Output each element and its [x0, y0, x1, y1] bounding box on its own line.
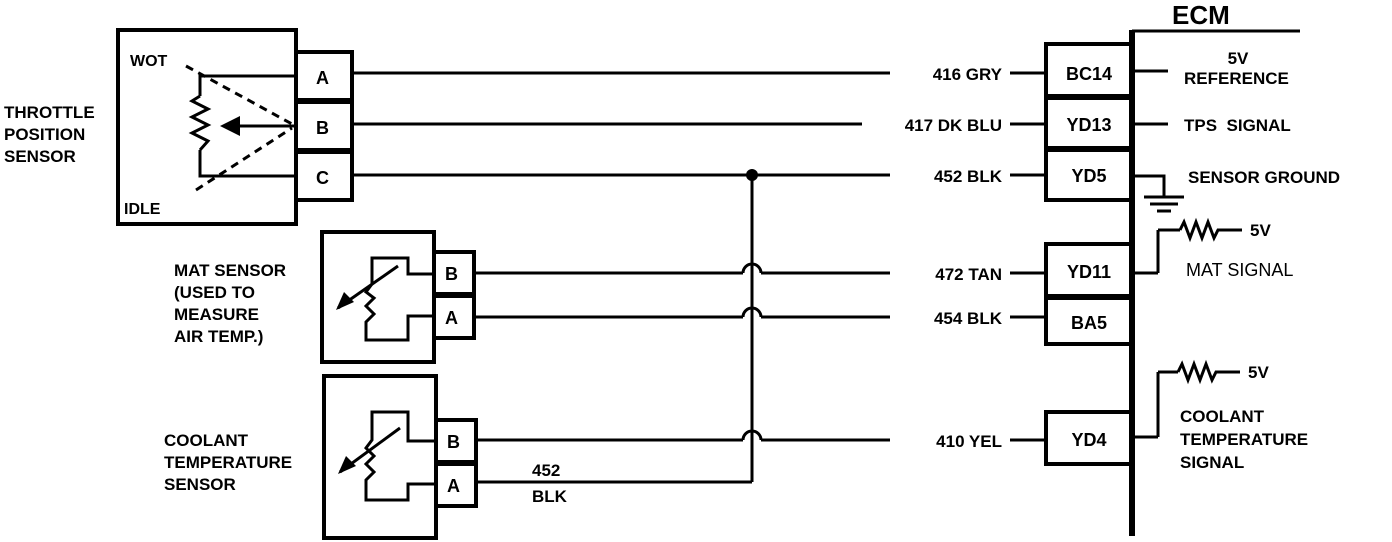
- tps-idle-label: IDLE: [124, 201, 161, 218]
- svg-text:MAT SENSOR: MAT SENSOR: [174, 261, 286, 280]
- tps-pin-b: B: [316, 118, 329, 138]
- tps-pin-c: C: [316, 168, 329, 188]
- svg-text:5V: 5V: [1228, 49, 1249, 68]
- svg-text:TPS SIGNAL: TPS SIGNAL: [1184, 116, 1291, 135]
- wire-410-yel: 410 YEL: [476, 429, 1046, 451]
- wire-label: 416 GRY: [933, 65, 1003, 84]
- ecm-pin: YD11: [1067, 262, 1111, 282]
- mat-pin-b: B: [445, 264, 458, 284]
- coolant-pin-a: A: [447, 476, 460, 496]
- svg-text:SENSOR: SENSOR: [164, 475, 236, 494]
- wiper-arrow-icon: [220, 116, 240, 136]
- svg-text:AIR TEMP.): AIR TEMP.): [174, 327, 263, 346]
- svg-text:COOLANT: COOLANT: [164, 431, 249, 450]
- mat-pin-a: A: [445, 308, 458, 328]
- svg-text:SIGNAL: SIGNAL: [1180, 453, 1244, 472]
- ecm-signal-tps: TPS SIGNAL: [1132, 116, 1291, 135]
- wire-452-blk: 452 BLK: [352, 167, 1046, 186]
- ecm-signal-coolant: 5V COOLANT TEMPERATURE SIGNAL: [1132, 359, 1308, 472]
- thermistor-arrow-icon: [336, 292, 354, 310]
- svg-text:POSITION: POSITION: [4, 125, 85, 144]
- mat-sensor: B A: [320, 230, 476, 364]
- wire-label: 454 BLK: [934, 309, 1003, 328]
- sensor-ground-return: [476, 175, 754, 484]
- wire-label: 472 TAN: [935, 265, 1002, 284]
- ecm-pin: YD4: [1071, 430, 1106, 450]
- ecm-signal-5v-reference: 5V REFERENCE: [1132, 49, 1289, 88]
- svg-text:TEMPERATURE: TEMPERATURE: [164, 453, 292, 472]
- ecm-pin: BA5: [1071, 313, 1107, 333]
- ecm-pin: YD5: [1071, 166, 1106, 186]
- tps-wot-label: WOT: [130, 53, 168, 70]
- svg-text:THROTTLE: THROTTLE: [4, 103, 95, 122]
- ecm-pin: YD13: [1066, 115, 1111, 135]
- ecm-signal-sensor-ground: SENSOR GROUND: [1132, 168, 1340, 213]
- wire-472-tan: 472 TAN: [474, 262, 1046, 284]
- svg-text:MAT SIGNAL: MAT SIGNAL: [1186, 260, 1293, 280]
- svg-text:COOLANT: COOLANT: [1180, 407, 1265, 426]
- svg-text:5V: 5V: [1248, 363, 1269, 382]
- ecm-title: ECM: [1172, 0, 1230, 30]
- coolant-temperature-sensor: B A: [322, 374, 478, 540]
- svg-text:SENSOR: SENSOR: [4, 147, 76, 166]
- wire-454-blk: 454 BLK: [474, 306, 1046, 328]
- ecm-pins: BC14 YD13 YD5 YD11 BA5 YD4: [1044, 42, 1134, 466]
- svg-text:REFERENCE: REFERENCE: [1184, 69, 1289, 88]
- tps-label: THROTTLE POSITION SENSOR: [4, 103, 95, 166]
- ecm-signal-mat: 5V MAT SIGNAL: [1132, 217, 1293, 280]
- throttle-position-sensor: A B C WOT IDLE: [116, 28, 354, 226]
- coolant-label: COOLANT TEMPERATURE SENSOR: [164, 431, 292, 494]
- svg-text:MEASURE: MEASURE: [174, 305, 259, 324]
- coolant-pin-b: B: [447, 432, 460, 452]
- ground-label: SENSOR GROUND: [1188, 168, 1340, 187]
- coolant-ground-wire-label: 452 BLK: [532, 461, 568, 506]
- wire-label: 410 YEL: [936, 432, 1002, 451]
- thermistor-arrow-icon: [338, 456, 356, 474]
- wire-label: 417 DK BLU: [905, 116, 1002, 135]
- svg-text:TEMPERATURE: TEMPERATURE: [1180, 430, 1308, 449]
- tps-pin-a: A: [316, 68, 329, 88]
- svg-text:5V: 5V: [1250, 221, 1271, 240]
- wire-416-gry: 416 GRY: [352, 65, 1046, 84]
- wire-label: 452 BLK: [934, 167, 1003, 186]
- wire-417-dk-blu: 417 DK BLU: [352, 116, 1046, 135]
- svg-text:BLK: BLK: [532, 487, 568, 506]
- svg-text:(USED TO: (USED TO: [174, 283, 255, 302]
- mat-label: MAT SENSOR (USED TO MEASURE AIR TEMP.): [174, 261, 286, 346]
- svg-text:452: 452: [532, 461, 560, 480]
- ecm-pin: BC14: [1066, 64, 1112, 84]
